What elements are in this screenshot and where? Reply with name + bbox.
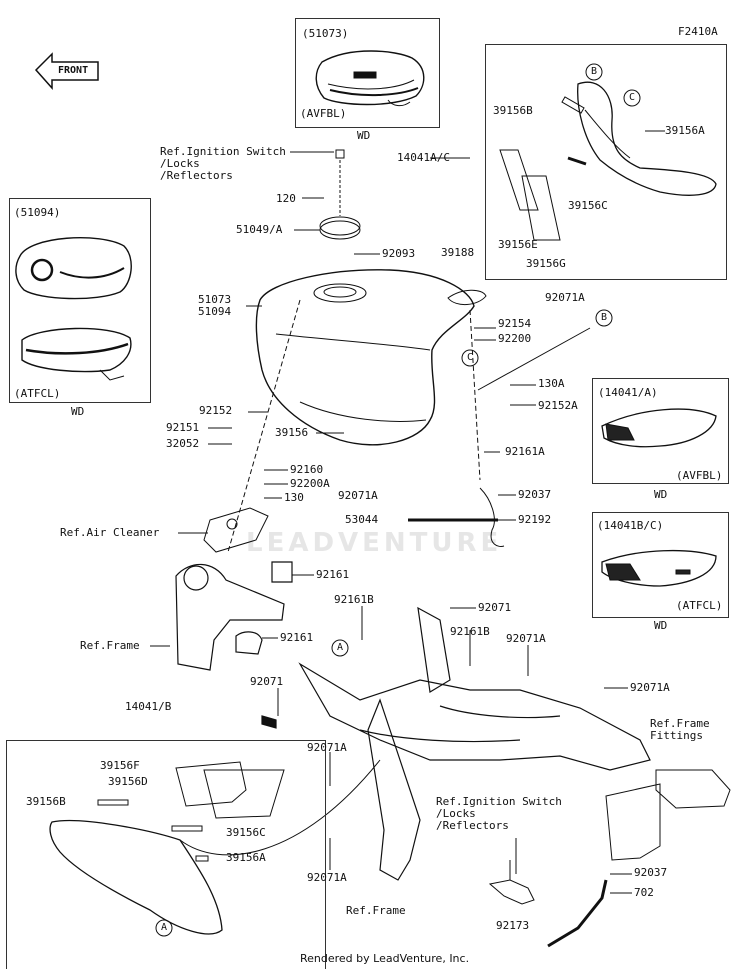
part-53044[interactable]: 53044 [345, 513, 379, 526]
front-label: FRONT [58, 65, 89, 76]
footer-credit: Rendered by LeadVenture, Inc. [300, 952, 470, 965]
ignition-bracket [488, 860, 535, 905]
part-39156a[interactable]: 39156A [665, 124, 705, 137]
callout-a: A [161, 922, 168, 933]
callout-b: B [601, 312, 608, 323]
panel-variant: (ATFCL) [14, 387, 61, 400]
part-39156d[interactable]: 39156D [108, 775, 148, 788]
part-92154[interactable]: 92154 [498, 317, 532, 330]
ref-ignition-switch-label[interactable]: Ref.Ignition Switch /Locks /Reflectors [160, 145, 286, 182]
panel-14041b [6, 740, 326, 969]
panel-14041a [592, 378, 729, 484]
part-92071a[interactable]: 92071A [307, 741, 347, 754]
part-92152a[interactable]: 92152A [538, 399, 578, 412]
part-120[interactable]: 120 [276, 192, 296, 205]
part-92152[interactable]: 92152 [199, 404, 233, 417]
part-39156e[interactable]: 39156E [498, 238, 538, 251]
part-39188[interactable]: 39188 [441, 246, 475, 259]
part-92161[interactable]: 92161 [316, 568, 350, 581]
part-39156f[interactable]: 39156F [100, 759, 140, 772]
panel-14041bc [592, 512, 729, 618]
part-92037[interactable]: 92037 [634, 866, 668, 879]
part-92161[interactable]: 92161 [280, 631, 314, 644]
panel-variant: (AVFBL) [300, 107, 347, 120]
part-92161b[interactable]: 92161B [450, 625, 490, 638]
part-92093[interactable]: 92093 [382, 247, 416, 260]
part-92071a[interactable]: 92071A [506, 632, 546, 645]
part-32052[interactable]: 32052 [166, 437, 200, 450]
ref-frame-label[interactable]: Ref.Frame [346, 904, 406, 917]
fuel-tank [255, 269, 487, 446]
part-92071[interactable]: 92071 [478, 601, 512, 614]
main-frame [175, 561, 651, 881]
part-51073-51094[interactable]: 51073 51094 [198, 293, 232, 318]
panel-code: (14041/A) [598, 386, 658, 399]
part-39156g[interactable]: 39156G [526, 257, 566, 270]
panel-code: (51073) [302, 27, 349, 40]
diagram-code: F2410A [678, 25, 718, 38]
part-92200a[interactable]: 92200A [290, 477, 330, 490]
part-130a[interactable]: 130A [538, 377, 565, 390]
air-cleaner-bracket [203, 507, 269, 553]
part-92151[interactable]: 92151 [166, 421, 200, 434]
panel-51073 [295, 18, 440, 128]
panel-region: WD [654, 619, 668, 632]
part-702[interactable]: 702 [634, 886, 654, 899]
side-cover-lower [49, 759, 381, 935]
panel-region: WD [71, 405, 85, 418]
part-92071a[interactable]: 92071A [630, 681, 670, 694]
panel-variant: (AVFBL) [676, 469, 723, 482]
tank-top-illustration [315, 50, 425, 107]
callout-c: C [629, 92, 636, 103]
panel-14041ac [485, 44, 727, 280]
frame-fittings [547, 769, 731, 948]
panel-code: (14041B/C) [597, 519, 664, 532]
part-92161a[interactable]: 92161A [505, 445, 545, 458]
part-92071a[interactable]: 92071A [338, 489, 378, 502]
part-92071[interactable]: 92071 [250, 675, 284, 688]
part-92200[interactable]: 92200 [498, 332, 532, 345]
ref-air-cleaner-label[interactable]: Ref.Air Cleaner [60, 526, 160, 539]
callout-a: A [337, 642, 344, 653]
part-14041b[interactable]: 14041/B [125, 700, 172, 713]
part-92071a[interactable]: 92071A [545, 291, 585, 304]
part-92161b[interactable]: 92161B [334, 593, 374, 606]
front-arrow-icon [34, 52, 99, 90]
part-39156c[interactable]: 39156C [226, 826, 266, 839]
part-92037[interactable]: 92037 [518, 488, 552, 501]
panel-51094 [9, 198, 151, 403]
part-130[interactable]: 130 [284, 491, 304, 504]
callout-c: C [467, 352, 474, 363]
part-39156a[interactable]: 39156A [226, 851, 266, 864]
watermark: LEADVENTURE [246, 528, 503, 558]
ref-frame-label[interactable]: Ref.Frame [80, 639, 140, 652]
part-14041ac[interactable]: 14041A/C [397, 151, 450, 164]
part-92160[interactable]: 92160 [290, 463, 324, 476]
panel-code: (51094) [14, 206, 61, 219]
panel-region: WD [654, 488, 668, 501]
callout-b: B [591, 66, 598, 77]
part-92173[interactable]: 92173 [496, 919, 530, 932]
part-39156[interactable]: 39156 [275, 426, 309, 439]
part-39156b[interactable]: 39156B [26, 795, 66, 808]
part-92192[interactable]: 92192 [518, 513, 552, 526]
panel-region: WD [357, 129, 371, 142]
part-92071a[interactable]: 92071A [307, 871, 347, 884]
side-cover-parts [499, 81, 717, 241]
part-39156b[interactable]: 39156B [493, 104, 533, 117]
ref-ignition-switch-label[interactable]: Ref.Ignition Switch /Locks /Reflectors [436, 795, 562, 832]
panel-variant: (ATFCL) [676, 599, 723, 612]
ref-frame-fittings-label[interactable]: Ref.Frame Fittings [650, 717, 710, 742]
part-51049a[interactable]: 51049/A [236, 223, 283, 236]
tank-left-illustration [15, 237, 132, 381]
part-39156c[interactable]: 39156C [568, 199, 608, 212]
